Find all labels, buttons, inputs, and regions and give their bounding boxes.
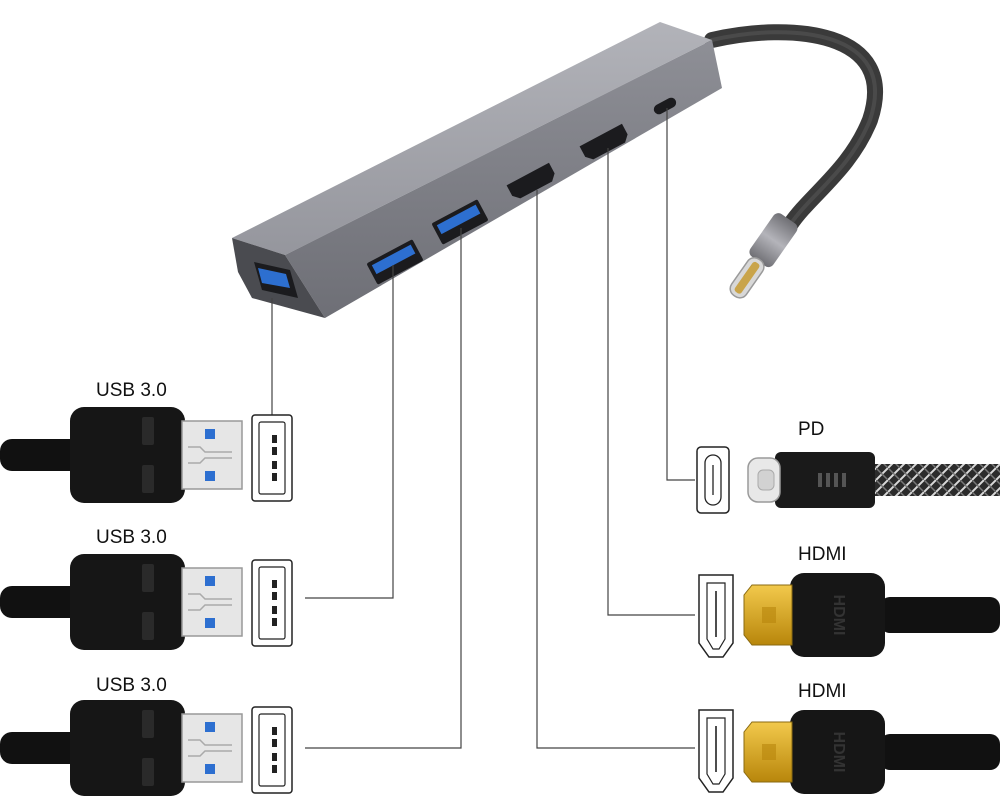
usb-a-port-icon-3 (251, 706, 293, 794)
label-hdmi-1: HDMI (798, 544, 847, 565)
usb-a-cable-3 (0, 700, 243, 796)
usb-a-cable-1 (0, 407, 243, 503)
hub-front-face (285, 40, 722, 318)
hdmi-cable-2: HDMI (743, 710, 1000, 794)
leader-pd (666, 108, 695, 481)
hub-port-usb-2 (432, 199, 488, 245)
svg-text:HDMI: HDMI (830, 732, 847, 773)
leader-lines (271, 108, 695, 749)
usb-c-port-icon (696, 446, 730, 514)
label-pd: PD (798, 419, 825, 440)
label-hdmi-2: HDMI (798, 681, 847, 702)
label-usb-1: USB 3.0 (96, 380, 167, 401)
leader-hdmi-1 (607, 148, 695, 616)
label-usb-3: USB 3.0 (96, 675, 167, 696)
usb-a-port-icon-1 (251, 414, 293, 502)
hub-port-hdmi-1 (506, 162, 555, 199)
usb-c-plug (729, 213, 798, 299)
leader-usb-3 (305, 228, 462, 749)
label-usb-2: USB 3.0 (96, 527, 167, 548)
hdmi-port-icon-2 (698, 709, 734, 793)
hdmi-port-icon-1 (698, 574, 734, 658)
hub-cable (704, 24, 884, 233)
hub-port-usb-1 (367, 239, 423, 285)
hub-port-hdmi-2 (579, 123, 628, 160)
leader-hdmi-2 (536, 190, 695, 749)
hub-port-usb-end (254, 262, 298, 298)
hub-port-usb-c (653, 97, 677, 115)
svg-text:HDMI: HDMI (830, 595, 847, 636)
usb-c-hub (232, 22, 884, 318)
hub-top-face (232, 22, 712, 255)
leader-usb-2 (305, 265, 394, 599)
usb-a-port-icon-2 (251, 559, 293, 647)
hdmi-cable-1: HDMI (743, 573, 1000, 657)
pd-cable (747, 452, 1000, 508)
usb-a-cable-2 (0, 554, 243, 650)
